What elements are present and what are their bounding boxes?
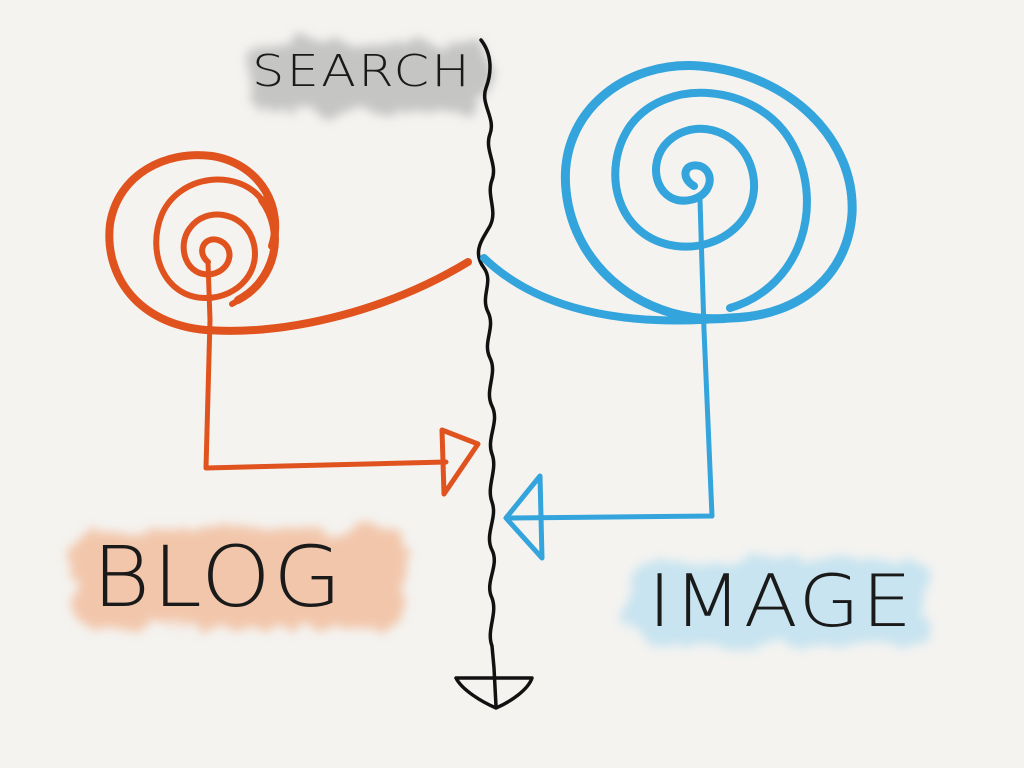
blog-wash: [72, 528, 407, 628]
image-tail-to-search: [480, 254, 734, 325]
search-label: SEARCH: [252, 46, 472, 97]
image-outer-ring: [560, 61, 857, 324]
search-axis-arrowhead: [454, 676, 534, 710]
image-spiral-group: [480, 61, 857, 561]
image-arrowhead: [503, 473, 545, 561]
blog-tail-to-search: [202, 258, 472, 335]
blog-stem: [203, 259, 449, 471]
blog-spiral-group: [105, 151, 481, 497]
image-spiral: [611, 88, 811, 312]
image-wash: [628, 560, 928, 648]
blog-label: BLOG: [92, 528, 344, 626]
image-label: IMAGE: [648, 559, 914, 643]
image-stem: [509, 197, 715, 521]
blog-spiral: [153, 176, 278, 307]
search-wash: [248, 42, 488, 112]
search-axis-line: [476, 38, 498, 708]
blog-outer-ring: [105, 151, 280, 334]
blog-arrowhead: [439, 427, 481, 497]
blog-outer-arc: [234, 196, 279, 304]
